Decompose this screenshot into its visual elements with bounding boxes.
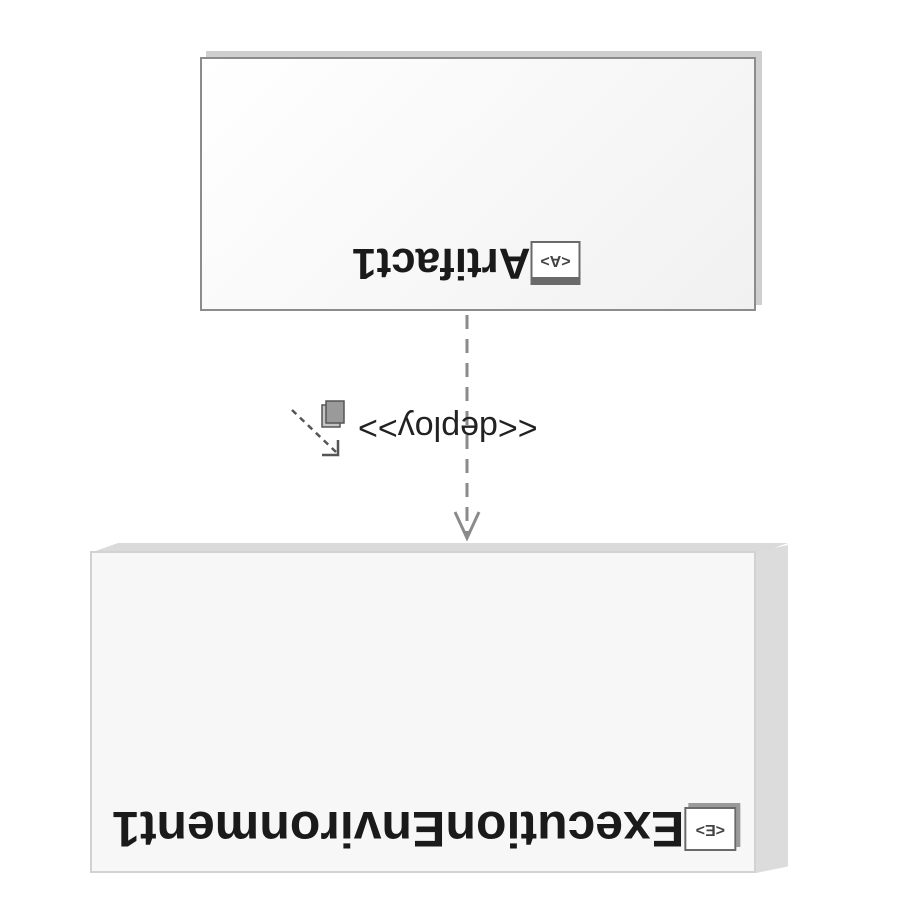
dependency-arrowhead <box>453 511 481 542</box>
execution-environment-name: ExecutionEnvironment1 <box>112 801 685 857</box>
execution-environment-top-face <box>90 543 788 553</box>
deploy-stereotype-label: <<deploy>> <box>358 409 538 447</box>
artifact-label: <A> Artifact1 <box>352 238 595 288</box>
execution-environment-side-face <box>756 545 788 873</box>
artifact-icon: <A> <box>530 241 581 285</box>
artifact-node[interactable] <box>200 57 756 311</box>
execution-environment-label: <E> ExecutionEnvironment1 <box>112 800 750 858</box>
execution-environment-node[interactable] <box>90 551 756 873</box>
deploy-dependency-icon <box>291 400 345 457</box>
execution-environment-icon: <E> <box>684 807 737 851</box>
artifact-name: Artifact1 <box>352 239 531 288</box>
